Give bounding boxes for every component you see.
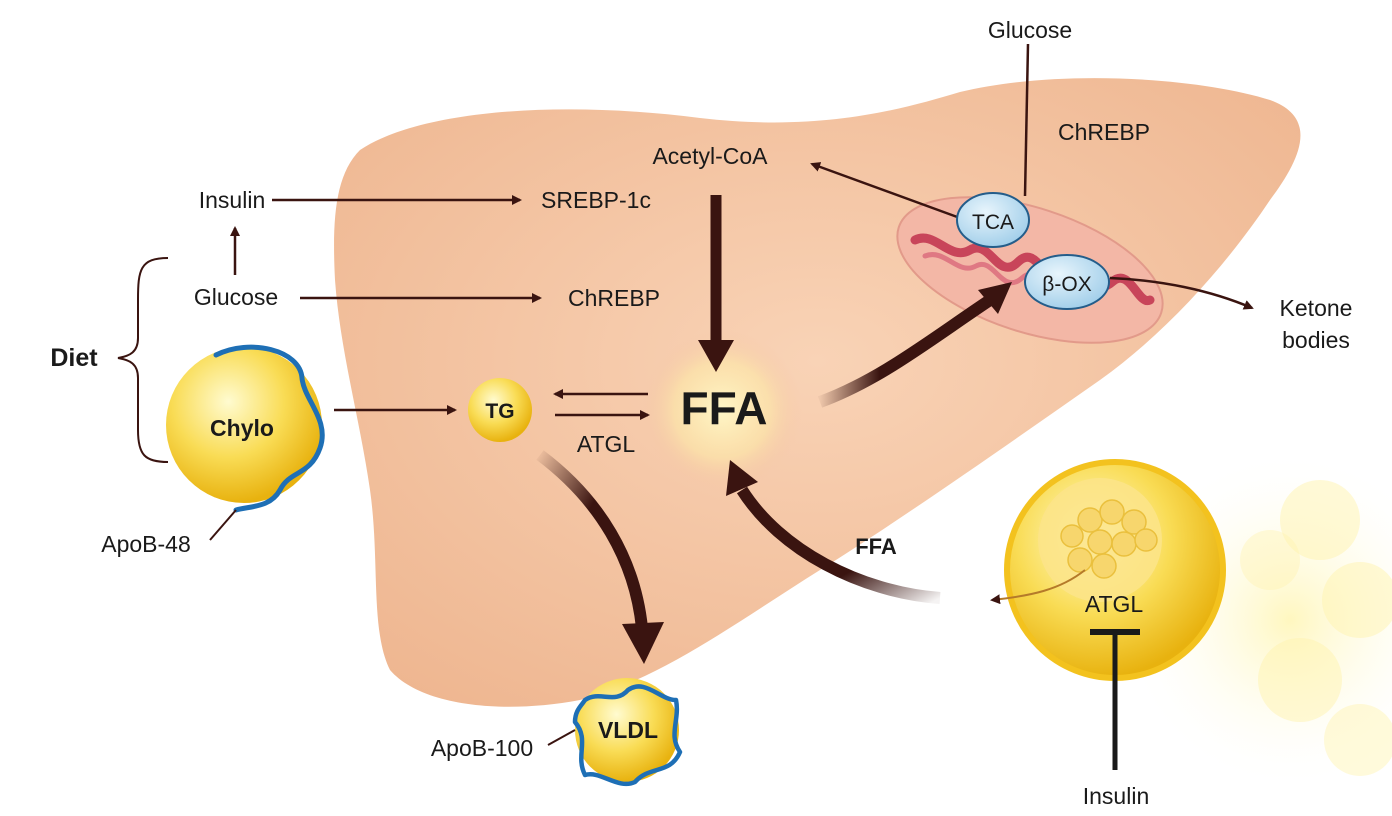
chrebp-top-label: ChREBP [1058, 119, 1150, 145]
srebp-label: SREBP-1c [541, 187, 651, 213]
tca-to-acetylcoa-arrow [810, 162, 961, 220]
insulin-left-label: Insulin [199, 187, 265, 213]
diet-label: Diet [50, 344, 98, 372]
ffa-center-label: FFA [681, 382, 768, 434]
box-to-ketone-arrow [1109, 276, 1254, 310]
chrebp-mid-label: ChREBP [568, 285, 660, 311]
insulin-bottom-label: Insulin [1083, 783, 1149, 809]
glucose-to-tca-line [1023, 43, 1030, 197]
acetylcoa-to-ffa-arrow [698, 195, 734, 372]
insulin-inhibits-atgl [1090, 629, 1140, 770]
vldl-label: VLDL [598, 717, 658, 743]
ffa-arrow-label: FFA [855, 534, 897, 559]
tca-oval [956, 192, 1030, 248]
apob48-label: ApoB-48 [101, 531, 191, 557]
tg-label: TG [485, 400, 514, 423]
acetylcoa-label: Acetyl-CoA [652, 143, 768, 169]
adipose-to-ffa-arrow [726, 460, 941, 604]
tca-label: TCA [972, 211, 1014, 234]
box-oval [1024, 254, 1110, 310]
ketone-label-line2: bodies [1282, 327, 1350, 353]
atgl-liver-label: ATGL [577, 431, 636, 457]
tg-particle [468, 378, 532, 442]
ffa-glow [642, 330, 802, 490]
chylo-label: Chylo [210, 415, 274, 441]
glucose-top-label: Glucose [988, 17, 1072, 43]
glucose-left-label: Glucose [194, 284, 278, 310]
vldl-particle [547, 678, 683, 787]
ketone-label-line1: Ketone [1280, 295, 1353, 321]
tg-to-vldl-arrow [536, 450, 664, 664]
box-label: β-OX [1042, 273, 1091, 296]
ffa-to-box-arrow [817, 282, 1012, 408]
adipocyte [990, 459, 1226, 681]
diet-brace [117, 257, 169, 463]
chylomicron [166, 344, 325, 541]
atgl-adipose-label: ATGL [1085, 591, 1144, 617]
apob100-label: ApoB-100 [431, 735, 533, 761]
